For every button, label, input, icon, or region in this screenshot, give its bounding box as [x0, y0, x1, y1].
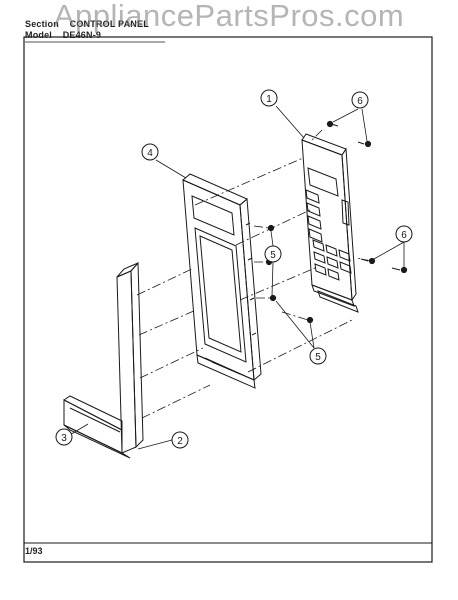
- screw-5d: [306, 316, 314, 324]
- callout-6a: [351, 91, 369, 109]
- callout-label-1: 1: [266, 94, 272, 105]
- model-line: Model DE46N-9: [25, 30, 101, 40]
- callout-labels: 1 2 3 4 5 5 6 6: [61, 94, 407, 447]
- callout-label-3: 3: [61, 433, 67, 444]
- callout-label-6a: 6: [357, 96, 363, 107]
- callout-label-4: 4: [147, 148, 153, 159]
- callout-5a: [264, 245, 282, 263]
- watermark-text: AppliancePartsPros.com: [53, 0, 405, 33]
- callout-label-5a: 5: [270, 250, 276, 261]
- part-l-bracket: [63, 261, 144, 459]
- part-control-frame: [182, 173, 262, 389]
- screw-6b: [364, 140, 372, 148]
- callout-4: [141, 143, 159, 161]
- section-line: Section CONTROL PANEL: [25, 19, 149, 29]
- callout-label-6b: 6: [401, 230, 407, 241]
- model-label: Model: [25, 30, 52, 40]
- screw-6d: [400, 266, 408, 274]
- callout-3: [55, 428, 73, 446]
- screws: [265, 120, 408, 324]
- callout-5b: [309, 347, 327, 365]
- diagram-frame: [23, 36, 433, 563]
- callout-1: [260, 89, 278, 107]
- model-value: DE46N-9: [62, 30, 102, 40]
- screw-5c: [269, 294, 277, 302]
- callout-label-2: 2: [177, 436, 183, 447]
- section-value: CONTROL PANEL: [69, 19, 149, 29]
- part-control-board: [301, 133, 359, 313]
- callout-label-5b: 5: [315, 352, 321, 363]
- assembly-lines: [136, 129, 373, 419]
- leader-lines: [67, 105, 405, 450]
- callouts: [55, 89, 413, 449]
- callout-2: [171, 431, 189, 449]
- section-label: Section: [25, 19, 59, 29]
- footer-date-code: 1/93: [25, 546, 43, 556]
- callout-6b: [395, 225, 413, 243]
